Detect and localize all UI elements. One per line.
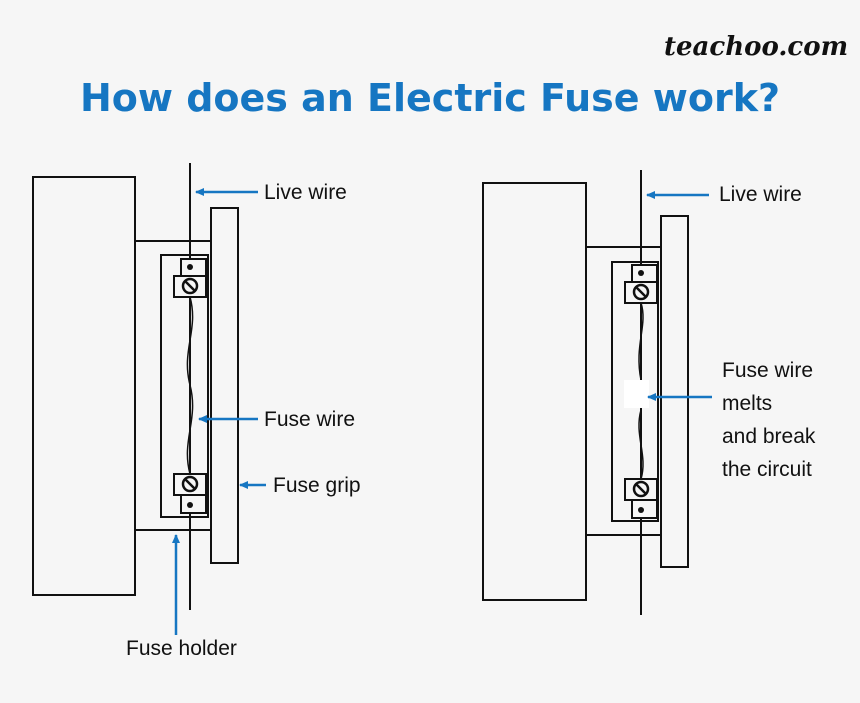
left-top-terminal-socket bbox=[180, 258, 207, 278]
left-fuse-diagram bbox=[32, 163, 239, 610]
right-top-terminal-socket bbox=[631, 264, 658, 284]
left-fuse-wire bbox=[186, 296, 194, 475]
left-panel-box bbox=[32, 176, 136, 596]
left-bottom-screw-icon bbox=[181, 475, 199, 493]
left-top-screw-icon bbox=[181, 277, 199, 295]
left-bottom-terminal-socket bbox=[180, 494, 207, 514]
brand-logo: teachoo.com bbox=[664, 32, 849, 62]
left-fuse-wire-label: Fuse wire bbox=[264, 408, 355, 431]
left-fuse-grip-label: Fuse grip bbox=[273, 474, 361, 497]
right-bottom-screw-icon bbox=[632, 480, 650, 498]
right-melt-note-line-2: melts bbox=[722, 392, 772, 415]
right-melt-gap bbox=[624, 380, 649, 408]
right-fuse-wire-lower bbox=[638, 409, 644, 480]
right-melt-note-line-1: Fuse wire bbox=[722, 359, 813, 382]
right-melt-note-line-3: and break bbox=[722, 425, 816, 448]
right-panel-box bbox=[482, 182, 587, 601]
right-live-wire-label: Live wire bbox=[719, 183, 802, 206]
right-arrows bbox=[646, 191, 712, 401]
right-top-screw-icon bbox=[632, 283, 650, 301]
right-bottom-terminal-socket bbox=[631, 499, 658, 519]
left-fuse-grip bbox=[210, 207, 239, 564]
right-melt-note-line-4: the circuit bbox=[722, 458, 812, 481]
right-fuse-grip bbox=[660, 215, 689, 568]
right-fuse-diagram bbox=[482, 170, 689, 615]
left-live-wire-label: Live wire bbox=[264, 181, 347, 204]
page-title: How does an Electric Fuse work? bbox=[79, 76, 781, 120]
left-fuse-holder-label: Fuse holder bbox=[126, 637, 237, 660]
right-fuse-holder bbox=[611, 261, 659, 522]
right-fuse-wire-upper bbox=[638, 302, 644, 381]
left-fuse-holder bbox=[160, 254, 209, 518]
left-arrows bbox=[172, 188, 266, 635]
